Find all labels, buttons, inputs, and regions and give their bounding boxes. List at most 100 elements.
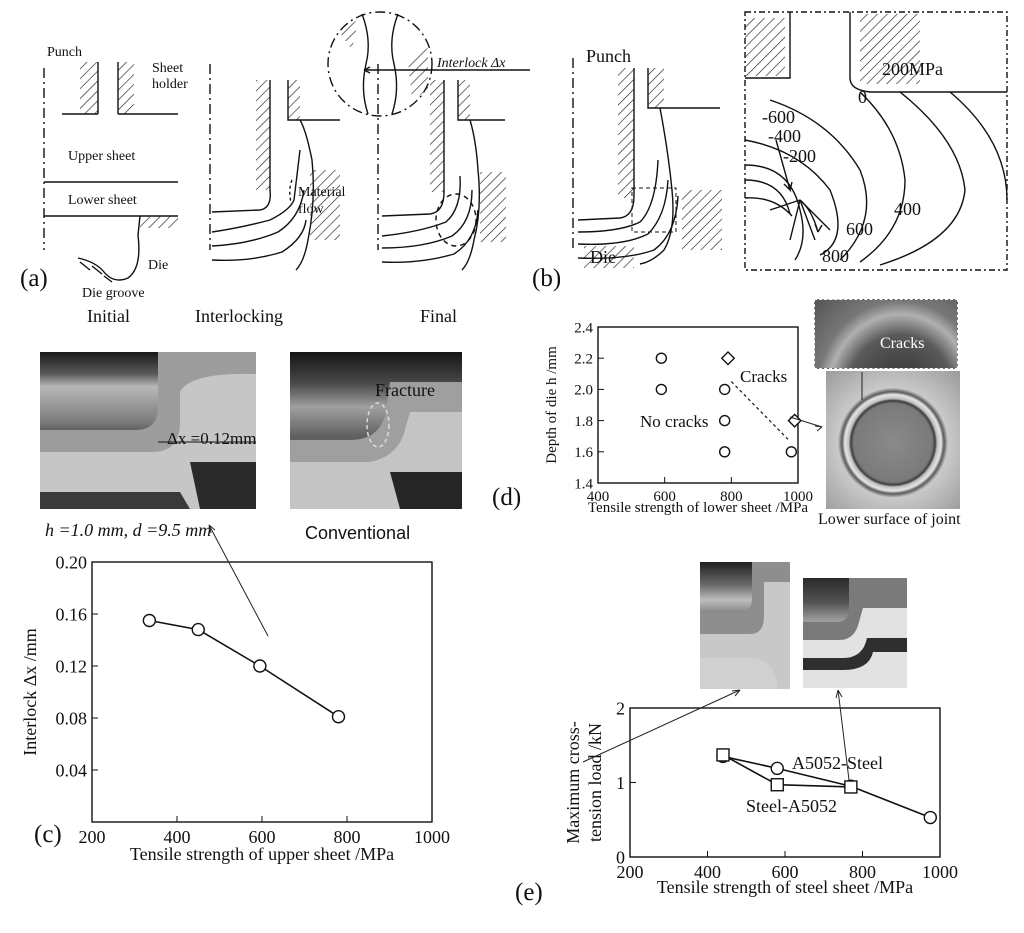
- label-upper-sheet: Upper sheet: [68, 149, 136, 164]
- no-cracks-label-d: No cracks: [640, 412, 709, 431]
- x-tick-label: 600: [249, 827, 276, 847]
- x-axis-label: Tensile strength of lower sheet /MPa: [588, 500, 808, 516]
- data-point-circle: [655, 383, 668, 396]
- contour-label-m600: -600: [762, 107, 795, 127]
- panel-letter-d: (d): [492, 484, 522, 511]
- y-axis-label-line2: tension load /kN: [585, 723, 605, 842]
- photo-caption-d: Lower surface of joint: [818, 511, 961, 528]
- fracture-label: Fracture: [375, 380, 435, 400]
- y-tick-label: 0.20: [56, 552, 88, 572]
- x-tick-label: 200: [79, 827, 106, 847]
- cross-section-photo-proposed: [40, 352, 256, 509]
- series-name-label: A5052-Steel: [792, 753, 883, 773]
- x-tick-label: 600: [653, 489, 676, 505]
- cracks-label-d: Cracks: [740, 367, 788, 386]
- data-point-circle: [718, 383, 731, 396]
- label-punch-b: Punch: [586, 46, 631, 66]
- series-line-0: [722, 755, 931, 819]
- data-point-circle: [331, 710, 346, 724]
- y-axis-label: Depth of die h /mm: [544, 346, 560, 464]
- stage-final: Final: [420, 306, 458, 326]
- y-tick-label: 2.2: [574, 351, 593, 367]
- x-tick-label: 400: [587, 489, 610, 505]
- plot-frame: [597, 326, 799, 484]
- y-tick-label: 0.12: [56, 656, 88, 676]
- contour-label-200: 200MPa: [882, 59, 944, 79]
- y-tick-label: 0.04: [56, 760, 88, 780]
- label-material-flow-1: Material: [298, 185, 346, 200]
- data-point-circle: [785, 446, 798, 458]
- data-point-circle: [191, 622, 205, 637]
- label-material-flow-2: flow: [298, 202, 324, 217]
- panel-letter-b: (b): [532, 265, 562, 292]
- label-sheet-holder-1: Sheet: [152, 61, 184, 76]
- y-tick-label: 1: [616, 773, 625, 793]
- caption-left-c: h =1.0 mm, d =9.5 mm: [45, 520, 212, 540]
- caption-right-c: Conventional: [305, 523, 411, 543]
- x-tick-label: 400: [694, 862, 721, 882]
- panel-letter-e: (e): [515, 879, 543, 906]
- data-point-circle: [718, 414, 731, 427]
- contour-label-400: 400: [894, 199, 921, 219]
- label-lower-sheet: Lower sheet: [68, 193, 137, 208]
- x-tick-label: 800: [849, 862, 876, 882]
- x-tick-label: 1000: [414, 827, 450, 847]
- stage-initial: Initial: [87, 306, 130, 326]
- contour-label-m200: -200: [783, 146, 816, 166]
- data-point-circle: [923, 810, 938, 825]
- y-tick-label: 0.16: [56, 604, 88, 624]
- y-tick-label: 1.4: [574, 476, 593, 492]
- x-tick-label: 800: [334, 827, 361, 847]
- cross-section-photo-steel-a5052: [803, 578, 907, 688]
- x-tick-label: 1000: [783, 489, 813, 505]
- y-tick-label: 2.0: [574, 383, 593, 399]
- contour-label-600: 600: [846, 219, 873, 239]
- label-punch-a: Punch: [47, 45, 82, 60]
- data-point-circle: [770, 761, 784, 776]
- x-tick-label: 1000: [922, 862, 958, 882]
- data-point-square: [770, 778, 784, 792]
- label-die-b: Die: [590, 247, 616, 267]
- panel-letter-c: (c): [34, 821, 62, 848]
- label-sheet-holder-2: holder: [152, 77, 188, 92]
- data-point-circle: [718, 446, 731, 458]
- contour-label-800: 800: [822, 246, 849, 266]
- panel-letter-a: (a): [20, 265, 48, 292]
- crack-detail-photo: [814, 299, 958, 369]
- crack-boundary-line: [730, 381, 789, 440]
- x-tick-label: 400: [164, 827, 191, 847]
- cross-section-photo-conventional: [290, 352, 462, 509]
- photo-cracks-label: Cracks: [880, 335, 925, 352]
- label-die-groove: Die groove: [82, 286, 145, 301]
- y-tick-label: 2: [616, 698, 625, 718]
- data-point-circle: [253, 659, 267, 673]
- x-tick-label: 800: [720, 489, 743, 505]
- data-point-square: [844, 780, 858, 794]
- x-tick-label: 200: [617, 862, 644, 882]
- y-tick-label: 2.4: [574, 320, 593, 336]
- data-point-diamond: [720, 350, 736, 366]
- stage-interlocking: Interlocking: [195, 306, 283, 326]
- y-tick-label: 0: [616, 847, 625, 867]
- y-tick-label: 1.8: [574, 414, 593, 430]
- data-point-circle: [655, 352, 668, 364]
- joint-lower-surface-photo: [826, 371, 960, 509]
- x-tick-label: 600: [772, 862, 799, 882]
- x-axis-label: Tensile strength of steel sheet /MPa: [657, 877, 913, 897]
- label-die-a: Die: [148, 258, 169, 273]
- series-line-0: [149, 619, 339, 718]
- series-name-label: Steel-A5052: [746, 796, 837, 816]
- contour-label-m400: -400: [768, 126, 801, 146]
- cross-section-photo-a5052-steel: [700, 562, 790, 689]
- contour-label-0: 0: [858, 87, 867, 107]
- data-point-circle: [142, 613, 157, 628]
- label-interlock: Interlock Δx: [437, 56, 506, 71]
- y-tick-label: 0.08: [56, 708, 88, 728]
- data-point-square: [716, 748, 730, 762]
- photo-annotation-dx: Δx =0.12mm: [167, 429, 257, 448]
